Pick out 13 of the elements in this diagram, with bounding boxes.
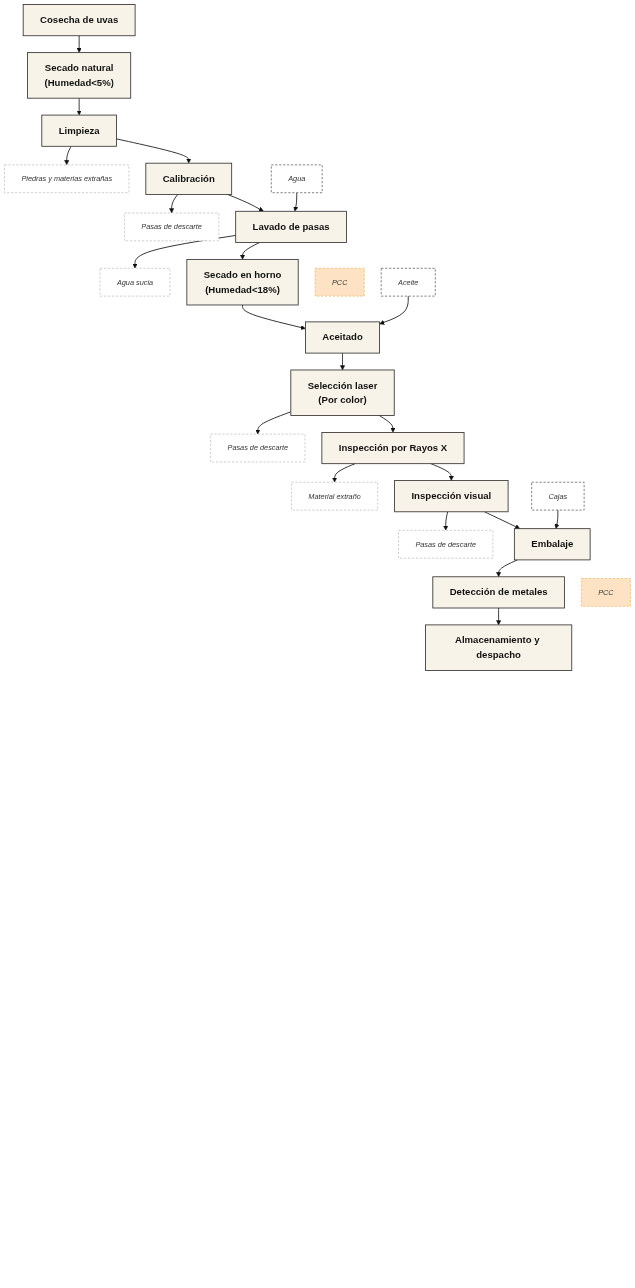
- node-box: Detección de metales: [432, 576, 565, 609]
- node-box: Cosecha de uvas: [22, 4, 136, 37]
- node-box: Almacenamiento y despacho: [425, 624, 573, 671]
- node-box: Inspección visual: [394, 480, 509, 513]
- node-box: Secado natural (Humedad<5%): [27, 52, 132, 99]
- node-box: Selección laser (Por color): [290, 369, 395, 416]
- node-box: Calibración: [145, 162, 233, 195]
- node-box: Limpieza: [41, 114, 117, 147]
- node-box: Embalaje: [513, 528, 591, 561]
- node-box: Lavado de pasas: [235, 210, 347, 243]
- node-box: Aceitado: [305, 321, 381, 354]
- node-box: Inspección por Rayos X: [321, 432, 465, 465]
- node-box: Secado en horno (Humedad<18%): [186, 259, 299, 306]
